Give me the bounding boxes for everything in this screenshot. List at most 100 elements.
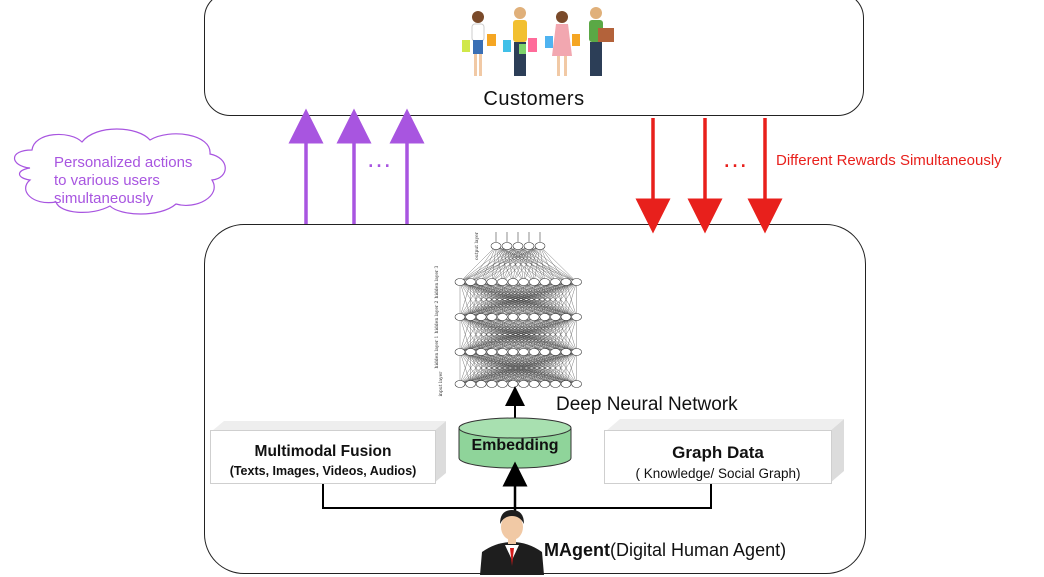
- network-edge: [534, 316, 577, 353]
- action-arrows: [288, 108, 425, 224]
- network-edge: [481, 351, 577, 385]
- network-edge: [459, 351, 503, 385]
- network-node: [507, 313, 519, 321]
- layer-label: hidden layer 2: [434, 300, 440, 333]
- network-node: [571, 380, 582, 388]
- network-edge: [506, 245, 535, 283]
- network-edge: [459, 351, 567, 385]
- network-edge: [539, 245, 545, 283]
- network-edge: [544, 281, 577, 318]
- network-edge: [459, 281, 503, 318]
- network-node: [571, 348, 582, 356]
- network-edge: [539, 245, 556, 283]
- network-edge: [459, 281, 514, 318]
- shopper-figure: [462, 11, 496, 76]
- shopper-figure: [589, 7, 614, 76]
- network-edge: [470, 316, 577, 353]
- actions-ellipsis: …: [366, 143, 392, 173]
- customers-illustration: [462, 7, 614, 76]
- network-edge: [528, 245, 567, 283]
- network-edge: [459, 351, 577, 385]
- network-edge: [459, 351, 535, 385]
- box-depth: [212, 421, 446, 483]
- network-edge: [459, 351, 556, 385]
- network-edge: [470, 281, 577, 318]
- network-edge: [523, 351, 577, 385]
- network-edge: [502, 245, 541, 283]
- network-node: [497, 278, 508, 286]
- network-edge: [528, 245, 545, 283]
- network-node: [528, 380, 540, 388]
- network-edge: [523, 245, 541, 283]
- network-node: [454, 348, 466, 356]
- network-edge: [495, 245, 514, 283]
- cloud-line: to various users: [54, 172, 160, 189]
- network-node: [534, 242, 546, 250]
- customers-label: Customers: [483, 88, 585, 110]
- network-edge: [459, 281, 492, 318]
- network-edge: [459, 281, 471, 318]
- embedding-label: Embedding: [471, 437, 559, 454]
- layer-label: hidden layer 1: [434, 335, 440, 368]
- network-edge: [534, 281, 577, 318]
- network-edge: [459, 316, 482, 353]
- network-edge: [523, 316, 577, 353]
- cloud-line: simultaneously: [54, 190, 154, 207]
- network-node: [507, 380, 519, 388]
- network-edge: [512, 245, 541, 283]
- network-node: [497, 313, 508, 321]
- network-edge: [544, 316, 577, 353]
- cloud-shape: [13, 128, 226, 215]
- network-node: [475, 313, 487, 321]
- network-edge: [512, 351, 577, 385]
- network-edge: [555, 316, 577, 353]
- network-node: [497, 380, 508, 388]
- network-edge: [459, 245, 519, 283]
- network-node: [454, 380, 466, 388]
- network-node: [486, 278, 498, 286]
- network-edge: [459, 245, 497, 283]
- network-node: [475, 380, 487, 388]
- network-node: [518, 313, 529, 321]
- network-edge: [555, 281, 577, 318]
- fusion-title: Multimodal Fusion: [254, 443, 392, 460]
- network-edge: [459, 245, 530, 283]
- network-node: [539, 380, 551, 388]
- layer-label: hidden layer 3: [434, 265, 440, 298]
- network-edge: [459, 281, 482, 318]
- network-edge: [506, 245, 524, 283]
- personalized-actions-note: Personalized actions to various users si…: [28, 154, 218, 208]
- network-edge: [459, 316, 567, 353]
- network-edge: [459, 316, 577, 353]
- network-node: [560, 278, 572, 286]
- network-node: [528, 313, 540, 321]
- agent-label: MAgent(Digital Human Agent): [544, 540, 786, 561]
- network-edge: [459, 351, 524, 385]
- network-node: [486, 348, 498, 356]
- network-edge: [565, 316, 577, 353]
- network-edge: [459, 351, 545, 385]
- network-edge: [523, 281, 577, 318]
- network-edge: [459, 316, 535, 353]
- network-node: [550, 348, 561, 356]
- network-node: [560, 380, 572, 388]
- network-edge: [459, 351, 514, 385]
- network-node: [560, 313, 572, 321]
- network-node: [550, 380, 561, 388]
- graph-title: Graph Data: [672, 443, 764, 462]
- network-node: [560, 348, 572, 356]
- network-node: [518, 380, 529, 388]
- network-edge: [470, 245, 541, 283]
- reward-arrows: [635, 118, 783, 234]
- network-edge: [534, 245, 541, 283]
- network-node: [454, 313, 466, 321]
- agent-avatar: [480, 510, 544, 575]
- network-node: [539, 348, 551, 356]
- network-node: [465, 348, 476, 356]
- network-node: [490, 242, 502, 250]
- network-node: [539, 313, 551, 321]
- network-edge: [502, 351, 577, 385]
- network-node: [486, 380, 498, 388]
- agent-description: (Digital Human Agent): [610, 540, 787, 560]
